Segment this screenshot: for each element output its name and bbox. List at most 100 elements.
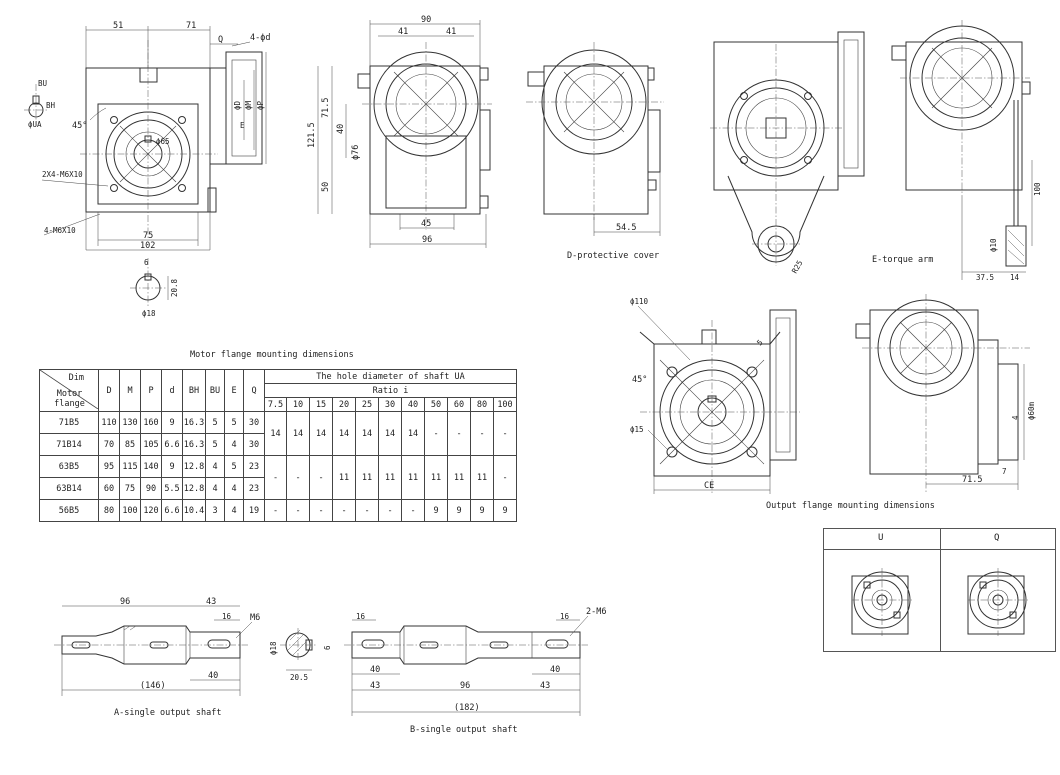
cell: 75 — [119, 477, 141, 500]
ratio-25: 25 — [355, 397, 379, 412]
table-row: 56B5 80 100 120 6.6 10.4 3 4 19 - - - - … — [39, 499, 517, 522]
ua-cell: - — [309, 499, 333, 522]
cell: 19 — [243, 499, 265, 522]
dim-phi76: ϕ76 — [351, 145, 361, 160]
ratio-20: 20 — [332, 397, 356, 412]
cell: 95 — [98, 455, 120, 478]
cell: 10.4 — [182, 499, 206, 522]
caption-shaft-b: B-single output shaft — [410, 725, 517, 735]
cell: 4 — [224, 433, 244, 456]
front-view: 51 71 Q 4-ϕd ϕ65 45° 2X4-M6X10 4-M6X10 — [24, 21, 270, 318]
ua-cell: 14 — [309, 411, 333, 456]
shaft-b-dim-182: (182) — [454, 703, 480, 713]
dim-45: 45 — [421, 219, 431, 229]
dim-40: 40 — [336, 124, 346, 134]
shaft-b-dim-96: 96 — [460, 681, 470, 691]
ua-cell: 14 — [355, 411, 379, 456]
ua-cell: 9 — [447, 499, 471, 522]
shaft-b-drawing: 16 16 2-M6 40 40 43 96 43 (182) — [344, 607, 606, 716]
ratio-7-5: 7.5 — [264, 397, 287, 412]
cell: 110 — [98, 411, 120, 434]
dim-ua: ϕUA — [28, 120, 42, 129]
side-view: 90 41 41 121.5 71.5 40 ϕ76 50 45 — [307, 15, 492, 248]
ua-cell: - — [264, 455, 287, 500]
cell: 4 — [224, 499, 244, 522]
ratio-10: 10 — [286, 397, 310, 412]
cell: 5 — [224, 411, 244, 434]
protective-cover-view: 54.5 — [526, 42, 664, 236]
ratio-30: 30 — [378, 397, 402, 412]
shaft-b-dim-16-left: 16 — [356, 612, 366, 621]
shaft-b-dim-40-right: 40 — [550, 665, 560, 675]
ua-cell: 11 — [424, 455, 448, 500]
cell: 140 — [140, 455, 162, 478]
dim-4d: 4-ϕd — [250, 33, 270, 43]
col-p: P — [140, 369, 162, 412]
cell: 160 — [140, 411, 162, 434]
cell: 85 — [119, 433, 141, 456]
row-name: 71B5 — [39, 411, 99, 434]
dim-121-5: 121.5 — [307, 122, 317, 148]
dim-bu: BU — [38, 79, 47, 88]
ratio-label: Ratio i — [264, 383, 517, 398]
corner-diagonal — [40, 370, 98, 409]
cell: 105 — [140, 433, 162, 456]
table-row: 71B14 70 85 105 6.6 16.3 5 4 30 — [39, 433, 517, 456]
row-name: 71B14 — [39, 433, 99, 456]
col-e: E — [224, 369, 244, 412]
ua-cell: 14 — [264, 411, 287, 456]
corner-dim: Dim — [68, 373, 84, 383]
dim-phi10: ϕ10 — [989, 238, 998, 252]
cell: 5.5 — [161, 477, 183, 500]
ua-cell: - — [470, 411, 494, 456]
shaft-a-dim-16: 16 — [222, 612, 232, 621]
section-dim-6: 6 — [323, 645, 332, 650]
dim-75: 75 — [143, 231, 153, 241]
shaft-a-drawing: 96 43 M6 16 40 (146) — [54, 597, 260, 696]
dim-102: 102 — [140, 241, 155, 251]
key-phi18: ϕ18 — [142, 309, 156, 318]
dim-51: 51 — [113, 21, 123, 31]
cell: 23 — [243, 477, 265, 500]
key-6: 6 — [144, 258, 149, 267]
dim-45-out: 45° — [632, 375, 647, 385]
ua-cell: - — [401, 499, 425, 522]
dim-45-angle: 45° — [72, 121, 87, 131]
dim-4-m6: 4-M6X10 — [44, 226, 76, 235]
dim-71: 71 — [186, 21, 196, 31]
cell: 90 — [140, 477, 162, 500]
section-dim-20-5: 20.5 — [290, 673, 308, 682]
ratio-15: 15 — [309, 397, 333, 412]
cell: 16.3 — [182, 411, 206, 434]
key-20-8: 20.8 — [170, 278, 179, 297]
ua-cell: 11 — [401, 455, 425, 500]
u-q-divider — [940, 529, 941, 651]
cell: 12.8 — [182, 477, 206, 500]
ua-cell: - — [447, 411, 471, 456]
dim-phi-d: ϕD — [233, 100, 242, 110]
section-dim-phi18: ϕ18 — [269, 641, 278, 655]
cell: 5 — [205, 411, 225, 434]
ua-cell: - — [424, 411, 448, 456]
dim-phi110: ϕ110 — [630, 297, 649, 306]
dim-96: 96 — [422, 235, 432, 245]
ua-cell: - — [286, 455, 310, 500]
cell: 5 — [224, 455, 244, 478]
cell: 30 — [243, 411, 265, 434]
dim-phi60: ϕ60m — [1027, 401, 1036, 420]
shaft-section: ϕ18 6 20.5 — [269, 628, 332, 682]
shaft-b-dim-43-left: 43 — [370, 681, 380, 691]
ratio-100: 100 — [493, 397, 517, 412]
corner-motor-flange: Motor flange — [54, 389, 85, 409]
cell: 100 — [119, 499, 141, 522]
cell: 23 — [243, 455, 265, 478]
output-flange-side-view: ϕ60m 4 7 71.5 — [855, 294, 1036, 492]
cell: 4 — [224, 477, 244, 500]
label-q: Q — [994, 533, 1000, 543]
dim-37-5: 37.5 — [976, 273, 994, 282]
cell: 60 — [98, 477, 120, 500]
shaft-b-dim-2-m6: 2-M6 — [586, 607, 606, 617]
cell: 115 — [119, 455, 141, 478]
